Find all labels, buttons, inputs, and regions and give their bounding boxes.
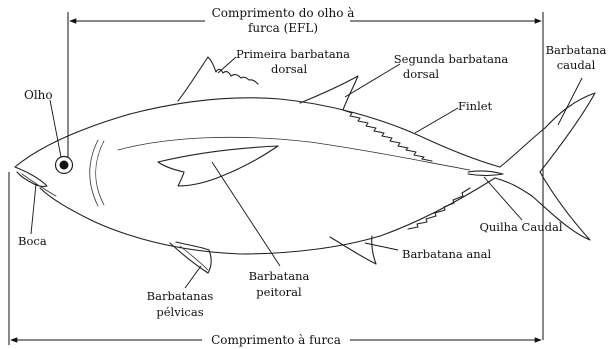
body-top — [14, 97, 501, 168]
lateral-line — [117, 136, 471, 171]
anal-fin-shape — [329, 235, 377, 265]
finlet-leader — [414, 107, 459, 134]
efl-label-line1: Comprimento do olho à — [212, 6, 355, 20]
peduncle-top — [499, 127, 546, 168]
first-dorsal-label-line2: dorsal — [271, 62, 308, 76]
efl-label-line2: furca (EFL) — [248, 21, 318, 35]
eye-leader — [49, 99, 62, 158]
upper-finlets — [342, 109, 433, 162]
second-dorsal-fin — [299, 75, 359, 111]
caudal-upper-lobe — [539, 92, 596, 173]
caudal-lower-lobe — [531, 171, 591, 241]
second-dorsal-label-line1: Segunda barbatana — [394, 52, 509, 66]
pectoral-label-line1: Barbatana — [249, 269, 310, 283]
anal-fin-leader — [364, 242, 399, 251]
first-dorsal-label-line1: Primeira barbatana — [236, 47, 350, 61]
pelvic-fins-shape — [169, 241, 212, 274]
second-dorsal-label-line2: dorsal — [403, 67, 440, 81]
lower-jaw — [21, 173, 57, 197]
mouth-shape — [14, 166, 48, 187]
caudal-leader — [557, 77, 583, 126]
pectoral-label-line2: peitoral — [256, 285, 302, 299]
pelvic-label-line1: Barbatanas — [147, 289, 214, 303]
caudal-keel-leader — [483, 176, 523, 221]
pectoral-fin-shape — [157, 145, 279, 187]
leader-lines — [30, 56, 583, 289]
first-dorsal-fin — [177, 56, 259, 102]
caudal-label-line1: Barbatana — [546, 43, 607, 57]
tuna-fish — [14, 56, 596, 274]
caudal-keel-label: Quilha Caudal — [479, 220, 562, 234]
first-dorsal-leader — [217, 56, 237, 74]
mouth-leader — [30, 183, 37, 235]
finlet-label: Finlet — [458, 99, 493, 113]
second-dorsal-leader — [344, 63, 401, 98]
caudal-label-line2: caudal — [557, 58, 596, 72]
anal-fin-label: Barbatana anal — [402, 247, 492, 261]
eye-pupil — [59, 160, 69, 170]
efl-dimension: Comprimento do olho à furca (EFL) — [67, 6, 544, 340]
pectoral-leader — [211, 161, 281, 267]
peduncle-bottom — [494, 177, 533, 197]
lower-finlets — [407, 187, 471, 230]
body-bottom — [39, 177, 496, 255]
fork-length-dimension: Comprimento à furca — [8, 172, 542, 347]
gill-cover — [89, 139, 99, 207]
pelvic-label-line2: pélvicas — [156, 305, 203, 319]
mouth-label: Boca — [18, 234, 47, 248]
fork-length-label: Comprimento à furca — [211, 333, 341, 347]
labels: Olho Primeira barbatana dorsal Segunda b… — [18, 43, 607, 319]
pelvic-leader — [184, 265, 202, 289]
eye-label: Olho — [24, 88, 53, 102]
caudal-keel — [467, 170, 504, 177]
